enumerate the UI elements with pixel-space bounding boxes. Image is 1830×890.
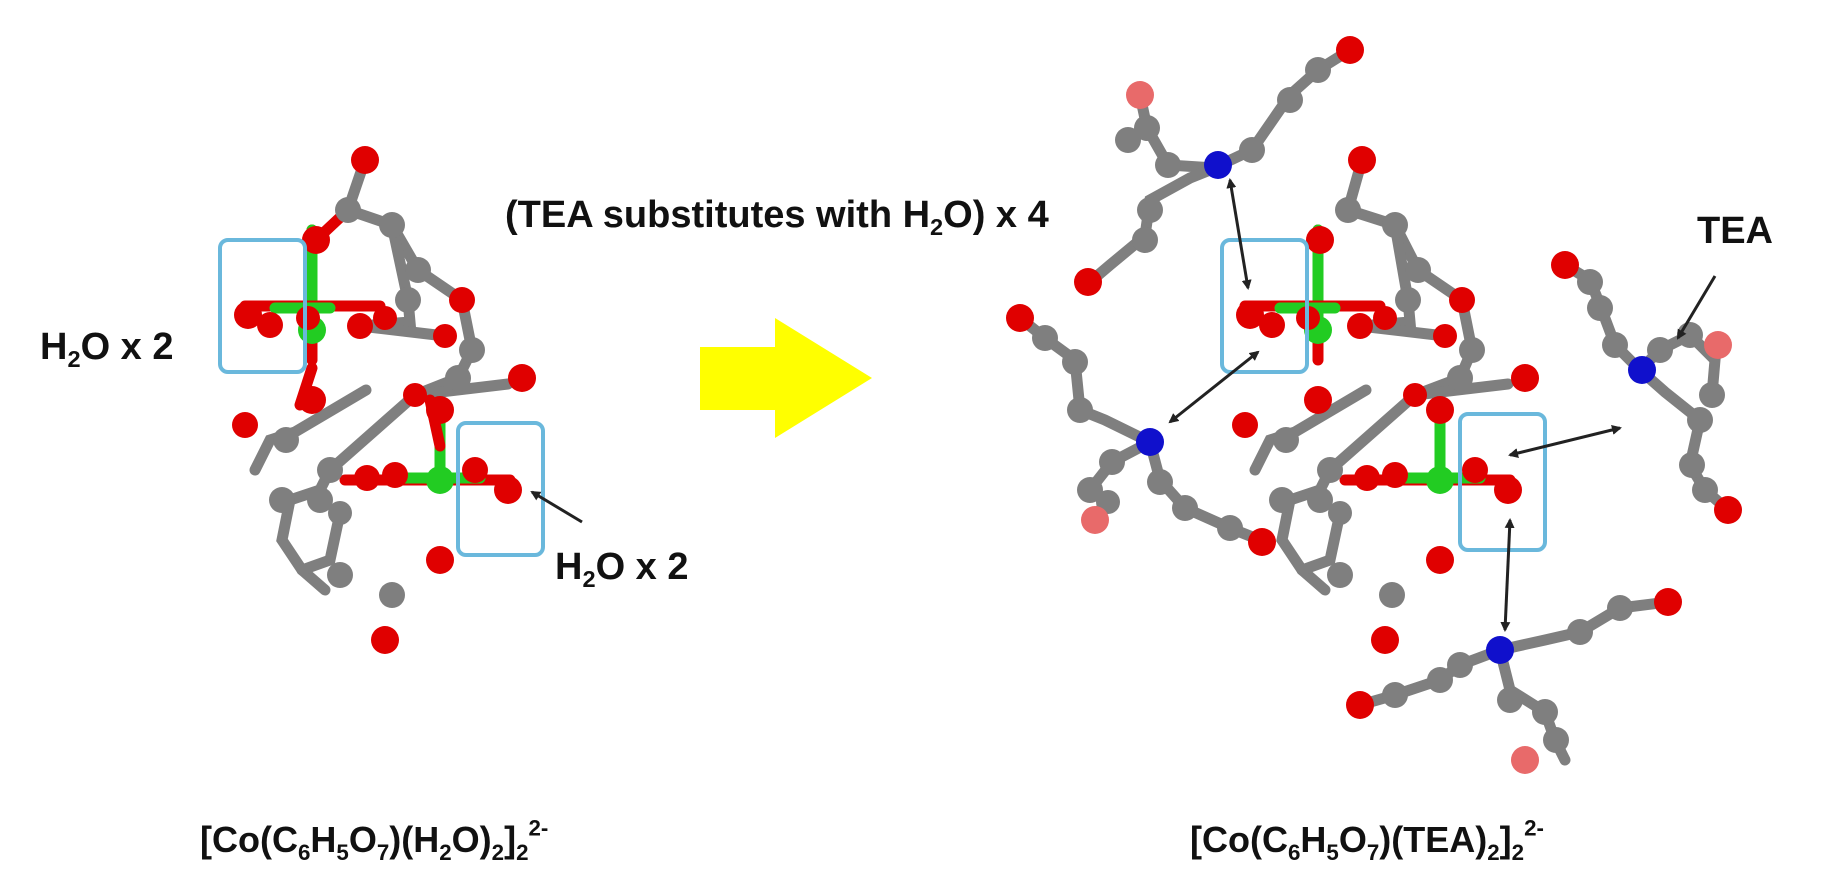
- interaction-arrows: [1168, 178, 1717, 632]
- water-box-left-upper: [218, 238, 307, 374]
- label-water-left: H2O x 2: [40, 326, 174, 373]
- arrow-left-tea: [1168, 350, 1260, 424]
- reaction-arrow-icon: [700, 318, 872, 438]
- arrow-tea-pointer: [1676, 275, 1717, 340]
- tea-molecule-left: [1006, 304, 1276, 556]
- label-tea: TEA: [1697, 210, 1773, 252]
- tea-molecule-bottom: [1346, 588, 1682, 774]
- cobalt-tea-complex: [1232, 146, 1539, 654]
- water-box-right-upper: [1220, 238, 1309, 374]
- arrow-top-tea: [1226, 178, 1252, 290]
- arrow-bottom-tea: [1500, 518, 1515, 632]
- tea-molecule-right: [1551, 251, 1742, 524]
- arrow-right-tea: [1508, 425, 1622, 458]
- formula-right: [Co(C6H5O7)(TEA)2]22-: [1190, 815, 1544, 865]
- tea-molecule-top: [1074, 36, 1364, 296]
- cobalt-citrate-complex: [232, 146, 536, 654]
- label-substitution: (TEA substitutes with H2O) x 4: [505, 194, 1049, 241]
- label-water-bottom: H2O x 2: [555, 546, 689, 593]
- pointer-arrow-water: [530, 490, 583, 524]
- formula-left: [Co(C6H5O7)(H2O)2]22-: [200, 815, 549, 865]
- water-box-left-lower: [456, 421, 545, 557]
